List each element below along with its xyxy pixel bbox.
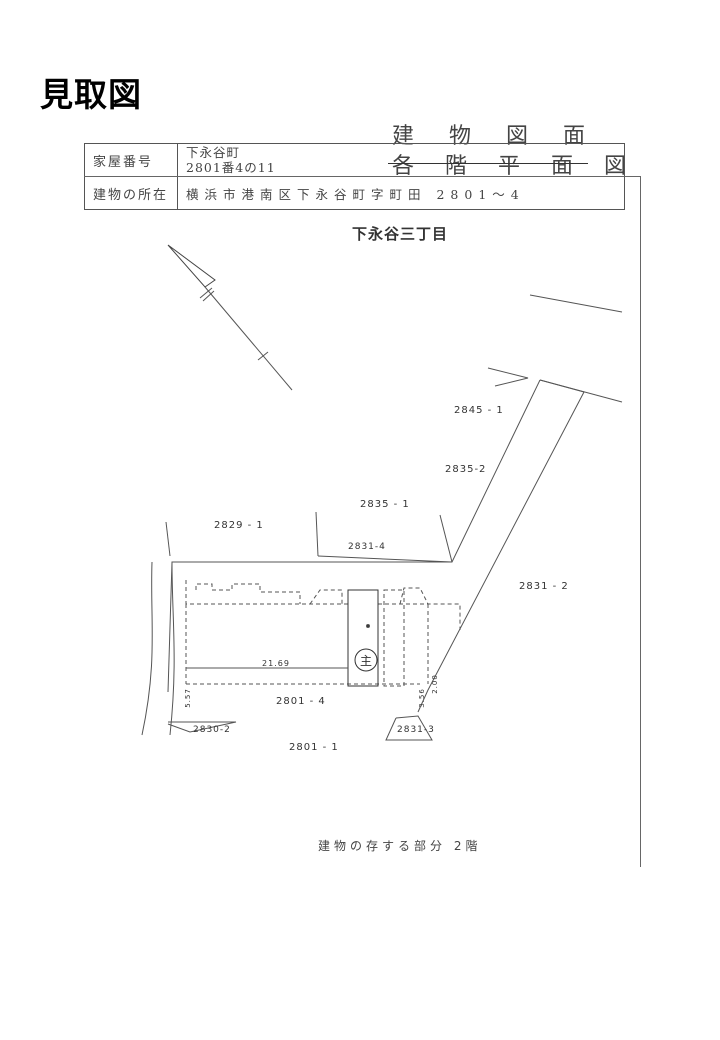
footer-note: 建物の存する部分 2階: [318, 839, 482, 853]
parcel-boundary: [167, 379, 541, 693]
dimension-width: 21.69: [262, 659, 290, 668]
parcel-label-2831-3: 2831-3: [397, 725, 435, 735]
house-number-row: 家屋番号 下永谷町 2801番4の11: [84, 143, 625, 177]
parcel-label-2801-4: 2801 - 4: [276, 696, 326, 707]
dimension-right-a: 3.56: [417, 688, 426, 708]
house-number-line1: 下永谷町: [186, 145, 241, 160]
parcel-2830-2: [167, 721, 237, 733]
road-line: [487, 367, 529, 387]
parcel-boundary: [417, 391, 585, 713]
parcel-2831-3: [385, 715, 433, 741]
parcel-label-2835-2: 2835-2: [445, 464, 487, 475]
parcel-label-2831-2: 2831 - 2: [519, 581, 569, 592]
dimension-right-b: 2.00: [430, 674, 439, 694]
parcel-label-2829-1: 2829 - 1: [214, 520, 264, 531]
house-number-line2: 2801番4の11: [186, 160, 276, 175]
north-arrow-icon: [167, 244, 216, 288]
page-title: 見取図: [40, 75, 142, 114]
road-edge: [169, 561, 175, 736]
road-edge: [141, 561, 153, 736]
parcel-label-2830-2: 2830-2: [193, 725, 231, 735]
location-label: 建物の所在: [84, 176, 178, 210]
north-arrow-shaft: [204, 286, 293, 391]
building-outline: [185, 580, 461, 685]
drawing-frame: [84, 176, 641, 867]
parcel-label-2835-1: 2835 - 1: [360, 499, 410, 510]
main-building-symbol-text: 主: [360, 654, 372, 668]
parcel-label-2831-4: 2831-4: [348, 542, 386, 552]
road-line: [529, 294, 623, 313]
parcel-label-2801-1: 2801 - 1: [289, 742, 339, 753]
dimension-left-side: 5.57: [183, 688, 192, 708]
parcel-label-2845-1: 2845 - 1: [454, 405, 504, 416]
location-row: 建物の所在 横浜市港南区下永谷町字町田 2801～4: [84, 176, 625, 210]
building-annex: [383, 589, 405, 687]
house-number-value: 下永谷町 2801番4の11: [177, 143, 625, 177]
main-building: [347, 589, 379, 687]
info-table: 家屋番号 下永谷町 2801番4の11 建物の所在 横浜市港南区下永谷町字町田 …: [84, 143, 625, 210]
location-value: 横浜市港南区下永谷町字町田 2801～4: [177, 176, 625, 210]
area-name: 下永谷三丁目: [352, 225, 449, 243]
main-building-symbol-icon: [354, 648, 378, 672]
